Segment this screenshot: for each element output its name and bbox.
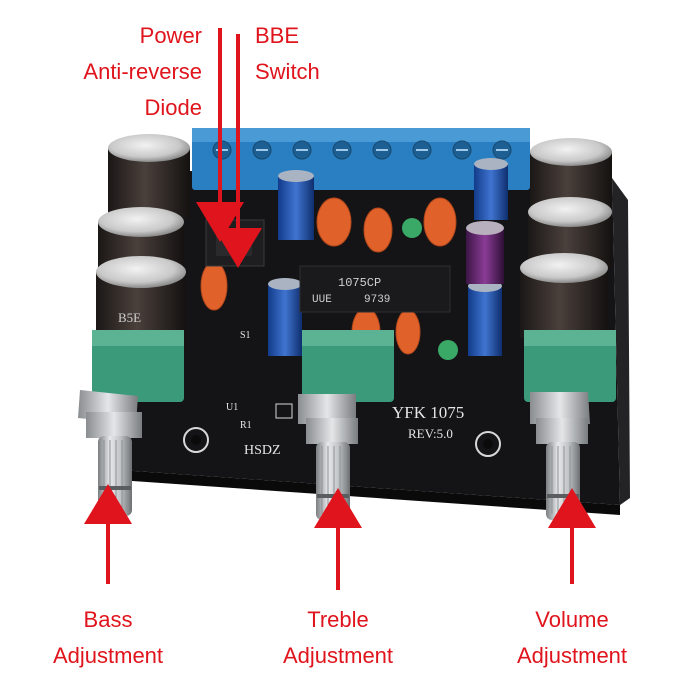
capacitor-purple xyxy=(466,221,504,284)
callout-treble-line-1: Treble xyxy=(307,607,369,632)
mounting-hole-left xyxy=(183,427,209,453)
callout-treble-line-2: Adjustment xyxy=(282,643,394,668)
callout-power-diode-line-3: Diode xyxy=(144,95,202,120)
callout-bass-line-1: Bass xyxy=(83,607,133,632)
screw-terminal-block xyxy=(192,128,530,190)
capacitor-blue-small-1 xyxy=(278,170,314,240)
mounting-hole-right xyxy=(475,431,501,457)
capacitor-blue-small-3 xyxy=(268,278,302,356)
board-brand-label: HSDZ xyxy=(244,443,281,458)
capacitor-right-bottom xyxy=(520,253,608,338)
callout-volume-line-1: Volume xyxy=(535,607,609,632)
capacitor-left-top xyxy=(108,134,190,218)
callout-treble: Treble Adjustment xyxy=(258,602,418,674)
ic-chip: 1075CP UUE 9739 xyxy=(299,265,451,313)
callout-bass-line-2: Adjustment xyxy=(52,643,164,668)
board-u1-label: U1 xyxy=(226,402,238,413)
callout-power-diode-line-1: Power xyxy=(139,23,202,48)
callout-bbe-switch-line-1: BBE xyxy=(255,23,300,48)
callout-volume-line-2: Adjustment xyxy=(516,643,628,668)
svg-text:B5E: B5E xyxy=(118,310,141,325)
capacitor-blue-small-4 xyxy=(468,280,502,356)
board-revision-label: REV:5.0 xyxy=(408,426,453,441)
callout-bbe-switch: BBE Switch xyxy=(255,18,320,90)
board-model-label: YFK 1075 xyxy=(392,403,464,422)
svg-text:UUE: UUE xyxy=(312,294,332,306)
board-s1-label: S1 xyxy=(240,330,251,341)
board-r1-label: R1 xyxy=(240,420,252,431)
callout-bass: Bass Adjustment xyxy=(28,602,188,674)
pcb-side-edge xyxy=(118,470,620,515)
callout-power-diode: Power Anti-reverse Diode xyxy=(40,18,202,126)
callout-power-diode-line-2: Anti-reverse xyxy=(83,59,202,84)
chip-part-label: 1075CP xyxy=(338,276,381,290)
chip-code-label: 9739 xyxy=(364,294,390,306)
ceramic-capacitor-green-2 xyxy=(438,340,458,360)
callout-volume: Volume Adjustment xyxy=(492,602,652,674)
ceramic-capacitor-green xyxy=(402,218,422,238)
callout-bbe-switch-line-2: Switch xyxy=(255,59,320,84)
capacitor-blue-small-2 xyxy=(474,158,508,220)
diode-header xyxy=(205,219,265,267)
